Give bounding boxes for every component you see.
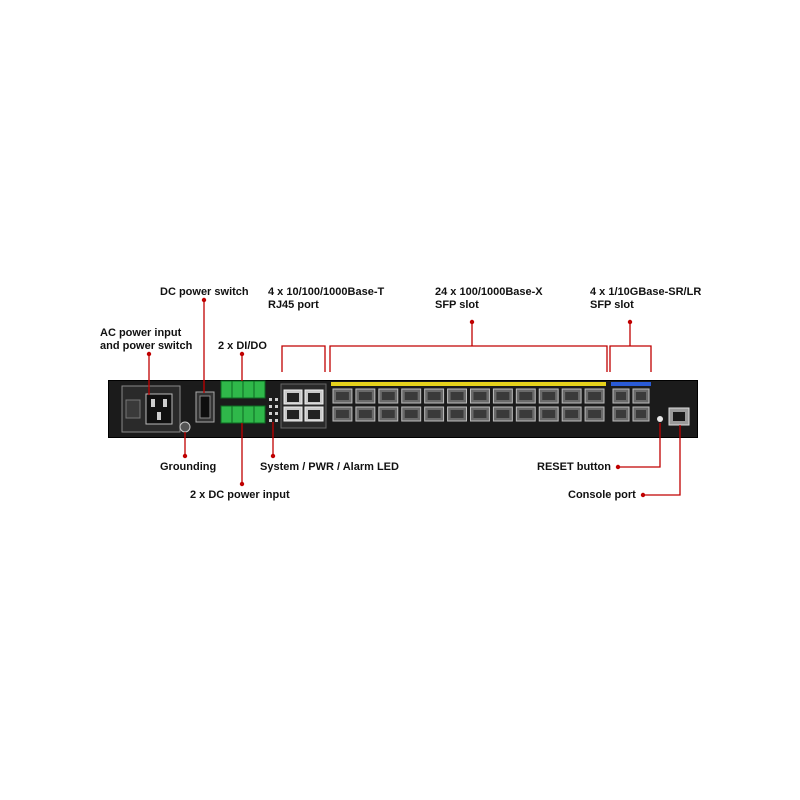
label-console-port: Console port	[568, 489, 636, 501]
rj45-port-group	[280, 383, 327, 429]
reset-button[interactable]	[657, 416, 663, 422]
label-dc-power-input: 2 x DC power input	[190, 489, 290, 501]
label-sfp-plus-slot: 4 x 1/10GBase-SR/LR SFP slot	[590, 286, 702, 311]
label-sfp-slot: 24 x 100/1000Base-X SFP slot	[435, 286, 543, 311]
sfp-plus-slot[interactable]	[612, 388, 630, 422]
sfp-slot[interactable]	[584, 388, 605, 422]
di-do-terminal-block[interactable]	[220, 380, 266, 399]
sfp-slot[interactable]	[538, 388, 559, 422]
sfp-slot[interactable]	[561, 388, 582, 422]
rj45-port[interactable]	[283, 406, 303, 422]
sfp-plus-stripe	[611, 382, 651, 386]
sfp-slot[interactable]	[332, 388, 353, 422]
label-di-do: 2 x DI/DO	[218, 340, 267, 352]
callout-lines	[148, 300, 681, 496]
sfp-slot[interactable]	[470, 388, 490, 422]
sfp-plus-slot-group	[611, 382, 651, 422]
sfp-slot[interactable]	[424, 388, 445, 422]
label-grounding: Grounding	[160, 461, 217, 473]
rj45-port[interactable]	[283, 389, 303, 405]
sfp-slot[interactable]	[355, 388, 376, 422]
sfp-plus-slot[interactable]	[632, 388, 650, 422]
dc-power-input-terminal-block[interactable]	[220, 405, 266, 424]
label-ac-power-input: AC power input and power switch	[100, 327, 193, 352]
sfp-slot[interactable]	[401, 388, 422, 422]
grounding-screw	[179, 421, 191, 433]
ac-power-inlet[interactable]	[121, 385, 181, 433]
sfp-stripe	[331, 382, 606, 386]
label-dc-power-switch: DC power switch	[160, 286, 249, 298]
rj45-port[interactable]	[304, 389, 324, 405]
system-led-cluster	[269, 398, 278, 422]
sfp-slot[interactable]	[515, 388, 536, 422]
dc-power-switch[interactable]	[195, 391, 215, 423]
sfp-slot-group	[331, 382, 606, 422]
rj45-port[interactable]	[304, 406, 324, 422]
sfp-slot[interactable]	[492, 388, 513, 422]
sfp-slot[interactable]	[378, 388, 399, 422]
label-system-led: System / PWR / Alarm LED	[260, 461, 399, 473]
callout-dots	[146, 297, 646, 498]
label-reset-button: RESET button	[537, 461, 611, 473]
console-port[interactable]	[668, 407, 690, 426]
label-rj45-port: 4 x 10/100/1000Base-T RJ45 port	[268, 286, 385, 311]
sfp-slot[interactable]	[447, 388, 468, 422]
